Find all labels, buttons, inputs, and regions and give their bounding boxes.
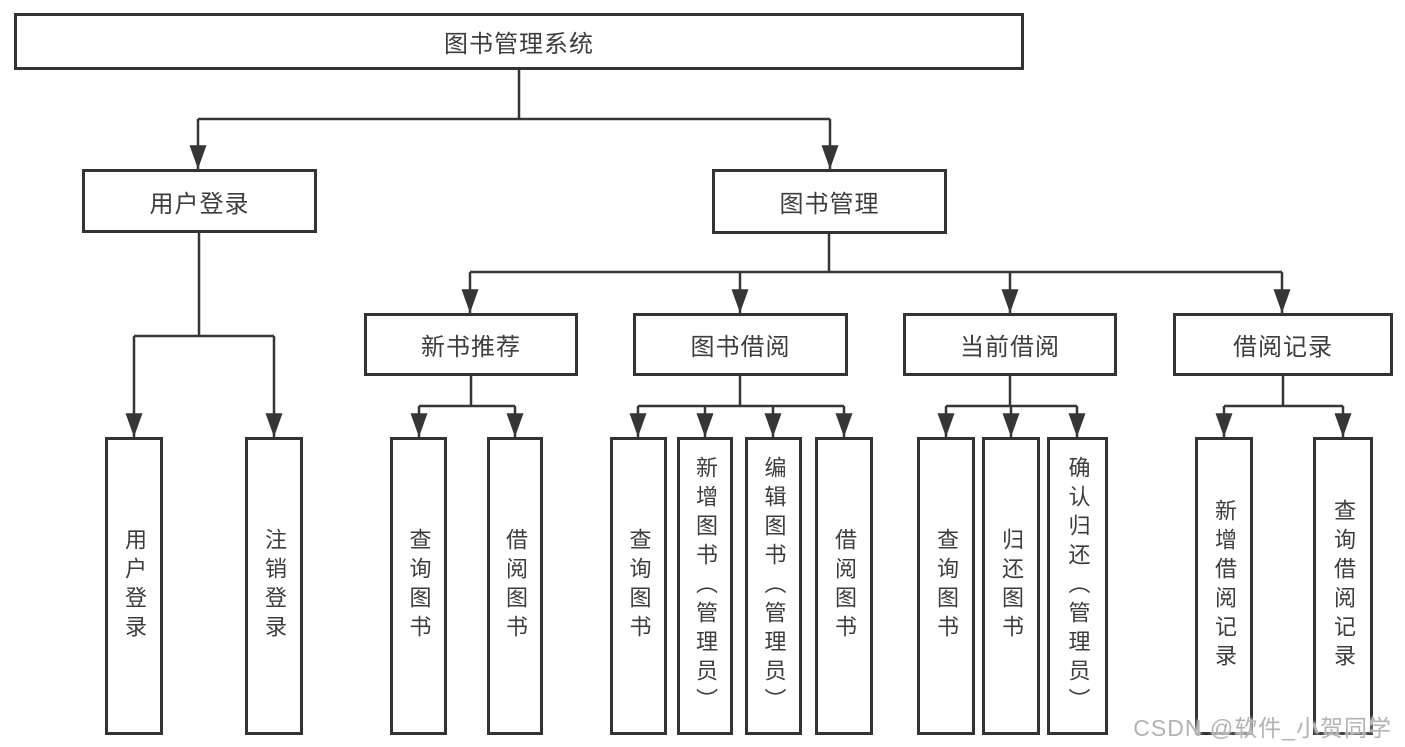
leaf-logout: 注销登录: [245, 437, 303, 735]
node-user-login: 用户登录: [82, 169, 317, 233]
node-new-book-recommendation: 新书推荐: [364, 313, 578, 376]
leaf-current-confirm-return-admin: 确认归还（管理员）: [1047, 437, 1108, 735]
leaf-borrowing-add-books-admin: 新增图书（管理员）: [677, 437, 733, 735]
node-borrowing-records: 借阅记录: [1173, 313, 1393, 376]
leaf-borrowing-edit-books-admin: 编辑图书（管理员）: [745, 437, 802, 735]
leaf-borrowing-borrow-books: 借阅图书: [815, 437, 873, 735]
leaf-recommend-query-books: 查询图书: [390, 437, 447, 735]
leaf-borrowing-query-books: 查询图书: [610, 437, 667, 735]
node-book-management: 图书管理: [712, 169, 947, 234]
leaf-recommend-borrow-books: 借阅图书: [487, 437, 543, 735]
node-book-borrowing: 图书借阅: [633, 313, 848, 376]
leaf-records-add-record: 新增借阅记录: [1195, 437, 1253, 735]
leaf-current-return-books: 归还图书: [982, 437, 1040, 735]
leaf-user-login: 用户登录: [105, 437, 163, 735]
watermark: CSDN @软件_小贺同学: [1133, 715, 1392, 741]
node-current-borrowing: 当前借阅: [903, 313, 1117, 376]
leaf-records-query-record: 查询借阅记录: [1313, 437, 1373, 735]
node-library-management-system: 图书管理系统: [14, 13, 1024, 70]
leaf-current-query-books: 查询图书: [917, 437, 975, 735]
